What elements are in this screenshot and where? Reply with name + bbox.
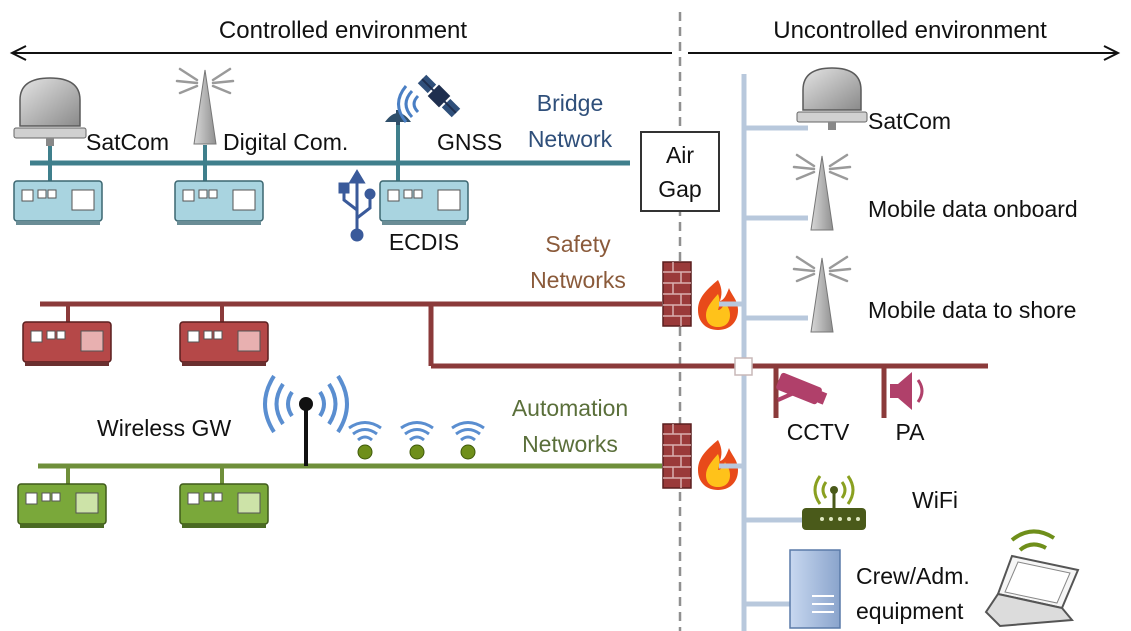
air-gap-label-2: Gap: [658, 176, 701, 202]
bridge-device-2: [174, 180, 264, 225]
uncontrolled-environment-arrow: [688, 45, 1121, 61]
satcom-dome-icon: [13, 77, 87, 146]
safety-networks-title-2: Networks: [530, 267, 626, 293]
satellite-icon: [417, 74, 461, 118]
satcom-dome-icon-uncontrolled: [796, 67, 868, 130]
safety-device-1: [22, 321, 112, 366]
pa-speaker-icon: [881, 366, 924, 418]
pa-label: PA: [896, 419, 926, 445]
gnss-signal-icon: [397, 85, 420, 123]
bus-junction: [734, 357, 753, 376]
wifi-router-icon: [802, 475, 866, 530]
digital-com-label: Digital Com.: [223, 129, 348, 155]
safety-network: [40, 301, 988, 369]
wireless-sensor-3: [451, 421, 485, 460]
safety-device-2: [179, 321, 269, 366]
automation-firewall-icon: [662, 423, 692, 489]
cctv-camera-icon: [773, 366, 828, 418]
bridge-network-title-2: Network: [528, 126, 613, 152]
satcom-label: SatCom: [86, 129, 169, 155]
air-gap-box: [640, 131, 720, 212]
uncontrolled-environment-label: Uncontrolled environment: [773, 17, 1047, 44]
cctv-label: CCTV: [787, 419, 850, 445]
ecdis-label: ECDIS: [389, 229, 459, 255]
uncontrolled-network-bus: [719, 74, 808, 631]
mobile-data-onboard-label: Mobile data onboard: [868, 196, 1078, 222]
pc-tower-icon: [789, 549, 841, 629]
air-gap-label: Air: [666, 142, 694, 168]
crew-adm-label-2: equipment: [856, 598, 964, 624]
controlled-environment-label: Controlled environment: [219, 17, 467, 44]
automation-network: [38, 463, 662, 486]
wireless-gateway-icon: [263, 374, 349, 466]
bridge-device-1: [13, 180, 103, 225]
controlled-environment-arrow: [9, 45, 672, 61]
mobile-data-shore-label: Mobile data to shore: [868, 297, 1076, 323]
automation-device-1: [17, 483, 107, 528]
safety-networks-title: Safety: [545, 231, 611, 257]
automation-networks-title-2: Networks: [522, 431, 618, 457]
crew-adm-label: Crew/Adm.: [856, 563, 970, 589]
safety-firewall-icon: [662, 261, 692, 327]
mobile-shore-antenna-icon: [792, 255, 852, 334]
wireless-sensor-2: [400, 421, 434, 460]
satcom-uncontrolled-label: SatCom: [868, 108, 951, 134]
wifi-label: WiFi: [912, 487, 958, 513]
laptop-icon: [984, 529, 1080, 628]
bridge-network-title: Bridge: [537, 90, 603, 116]
wireless-gw-label: Wireless GW: [97, 415, 231, 441]
bridge-network: [30, 125, 630, 183]
automation-networks-title: Automation: [512, 395, 628, 421]
ecdis-device: [379, 180, 469, 225]
gnss-label: GNSS: [437, 129, 502, 155]
wireless-sensor-1: [348, 421, 382, 460]
automation-device-2: [179, 483, 269, 528]
usb-icon: [338, 169, 376, 242]
